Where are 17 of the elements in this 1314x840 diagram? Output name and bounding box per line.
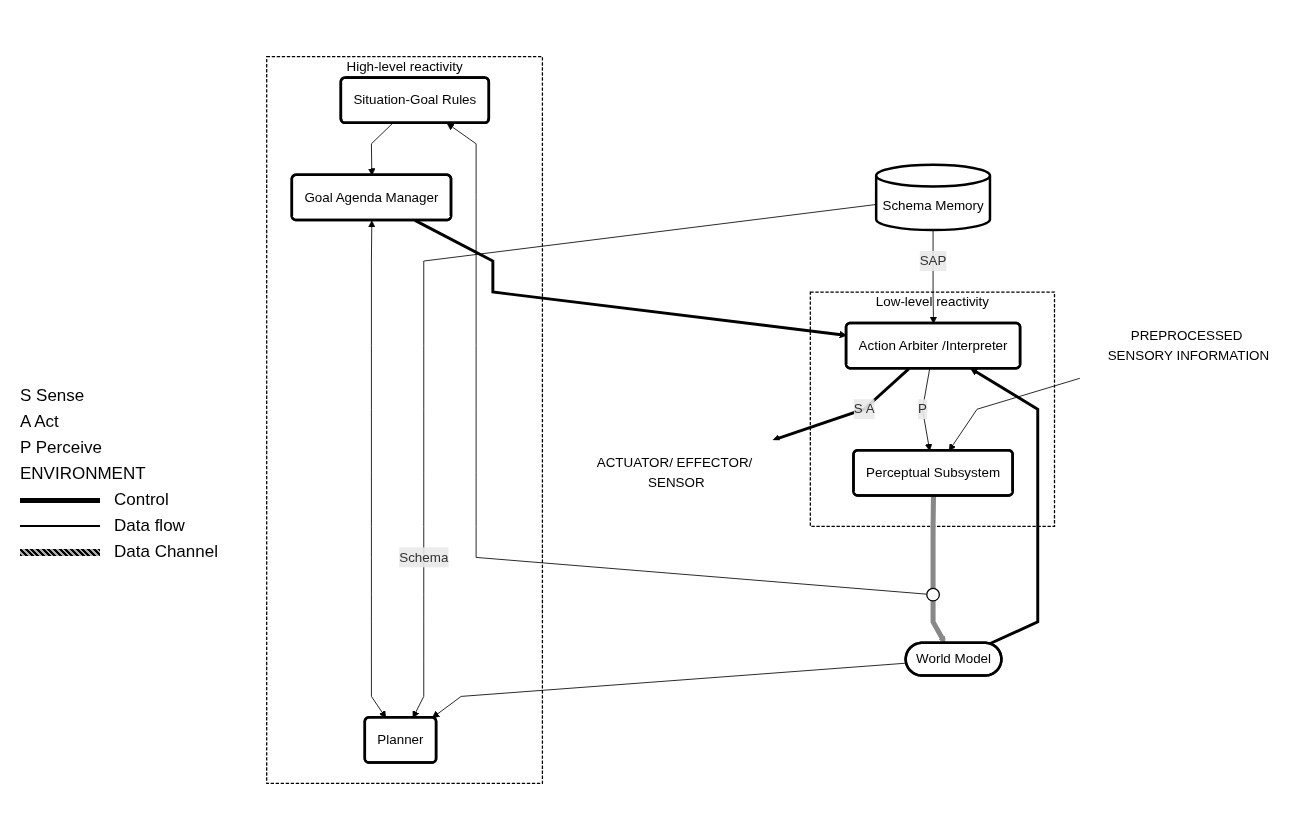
arrow (970, 368, 1040, 646)
edge-label: SAP (919, 253, 947, 268)
node-text: ACTUATOR/ EFFECTOR/ SENSOR (596, 455, 753, 490)
connector (930, 495, 936, 589)
note-text: P Perceive (20, 438, 103, 458)
edge-label: Schema (399, 549, 449, 565)
arrow (414, 219, 847, 339)
note-text: ENVIRONMENT (20, 464, 147, 484)
node-text: PREPROCESSED SENSORY INFORMATION (1107, 327, 1270, 363)
edge-label: S A (853, 401, 875, 416)
note-text: S Sense (20, 386, 86, 406)
edge-label: P (917, 401, 927, 416)
legend-label: Data Channel (114, 542, 218, 562)
note-text: A Act (20, 412, 60, 432)
legend-label: Control (114, 490, 169, 510)
node-circle (926, 587, 940, 602)
legend-label: Data flow (114, 516, 185, 536)
